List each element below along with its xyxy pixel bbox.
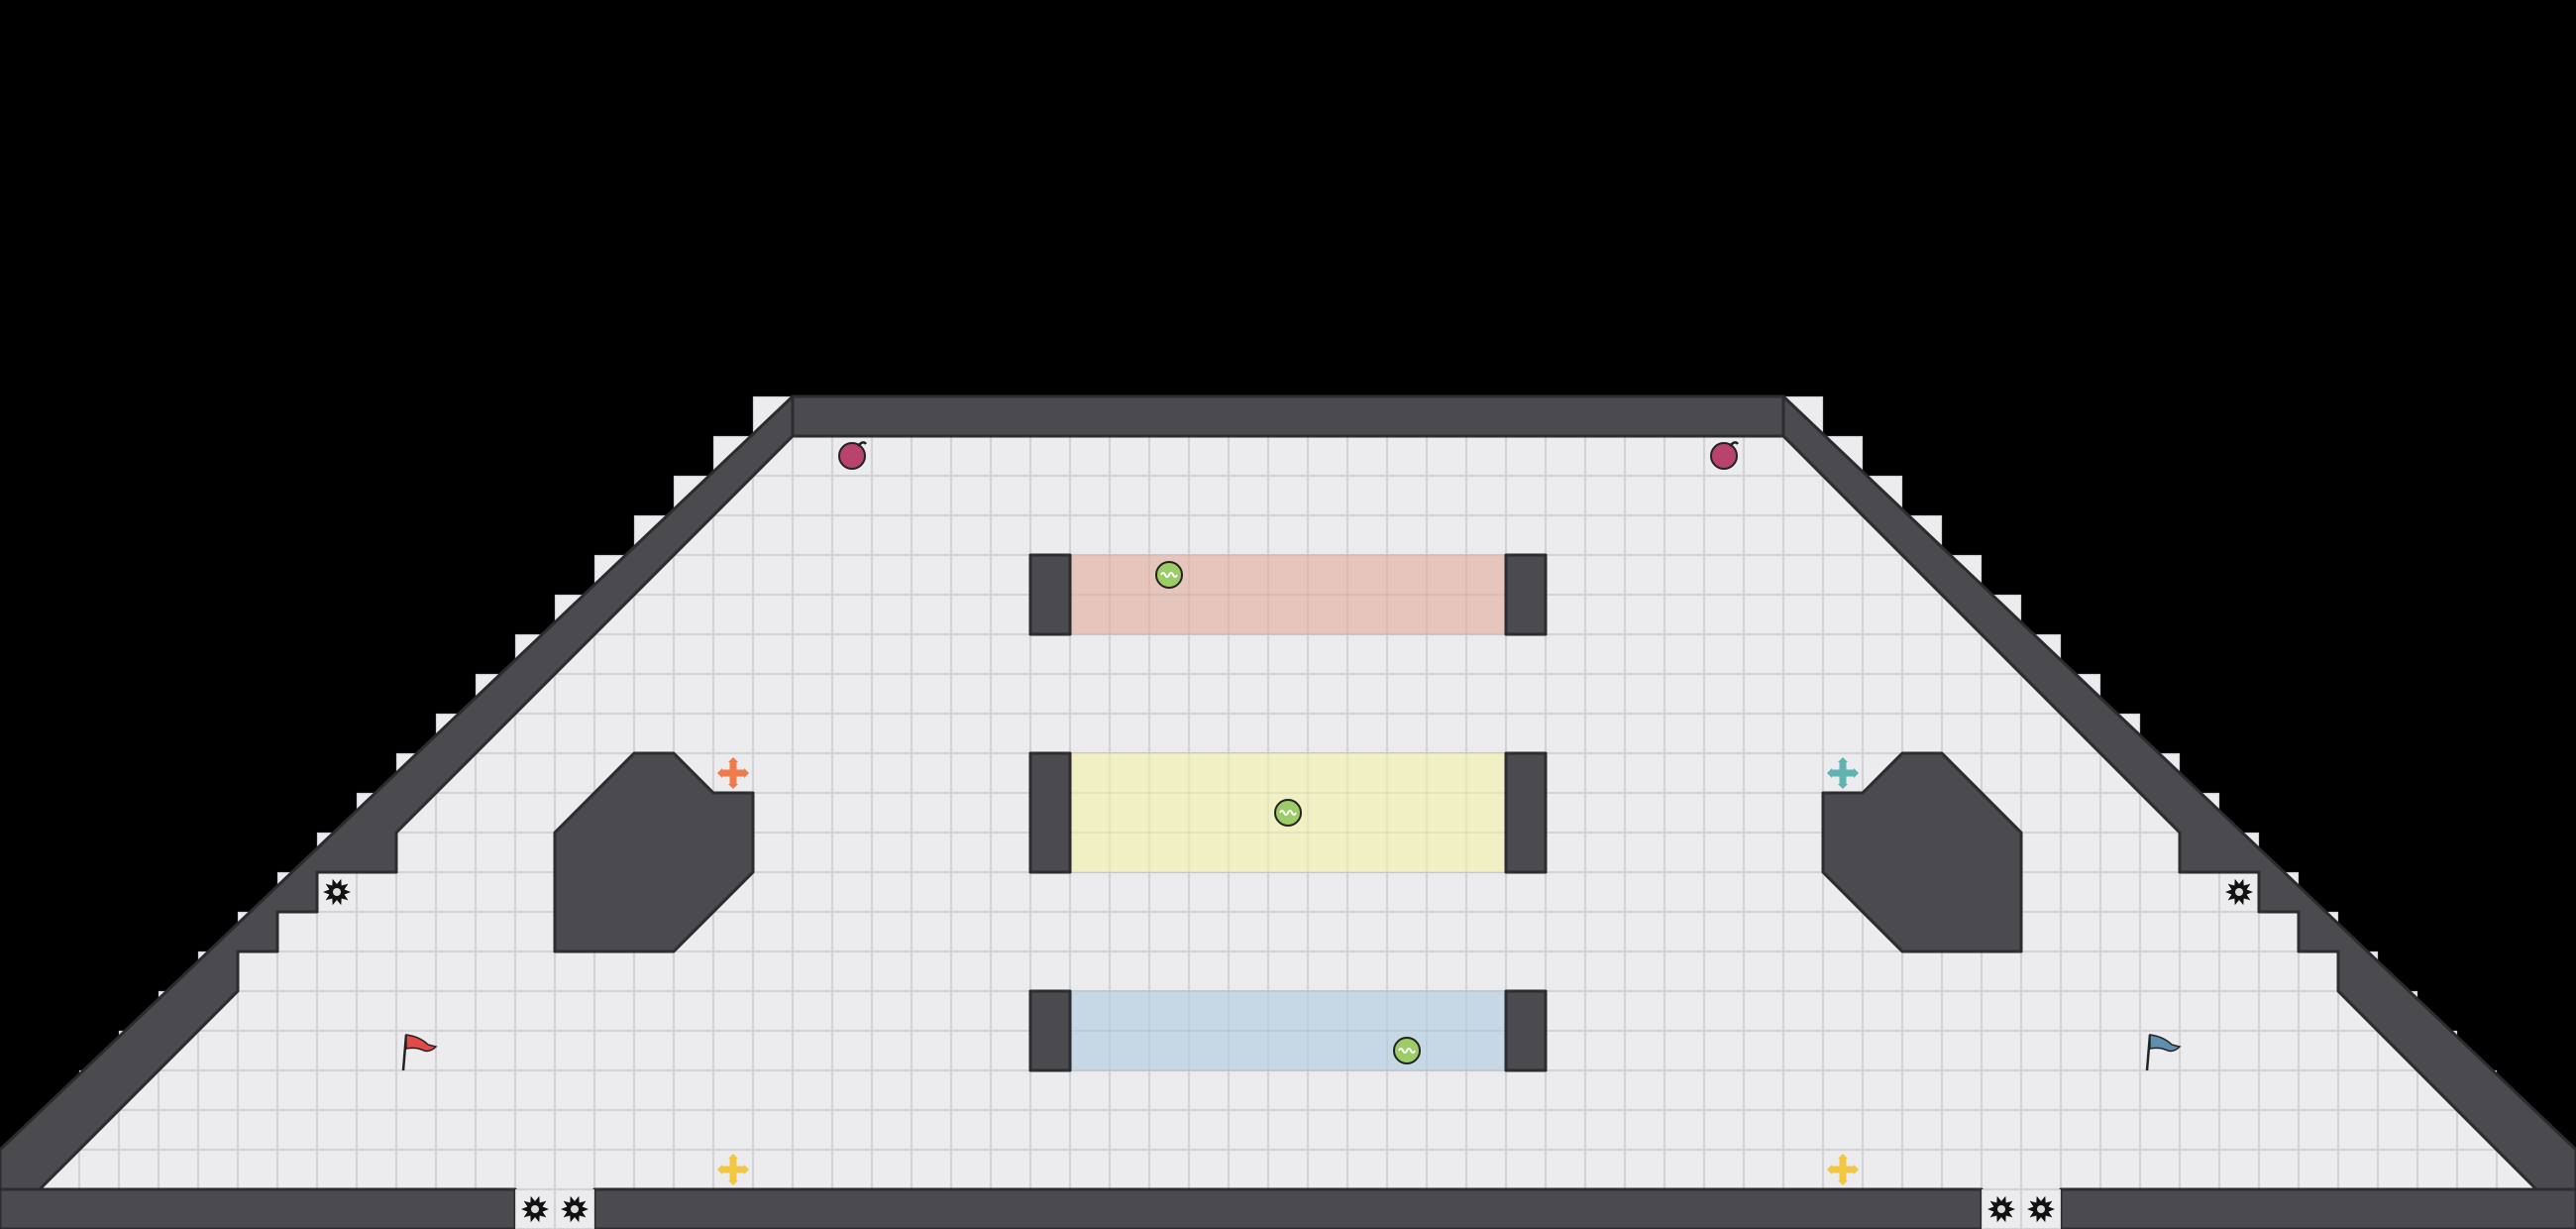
- red-flag-icon: [401, 1034, 438, 1071]
- bomb-icon: [1710, 441, 1739, 470]
- spike-icon: [1987, 1195, 2015, 1223]
- red-zone-left-pillar: [1028, 553, 1072, 636]
- zone-grid: [1069, 554, 1507, 1071]
- spike-icon: [323, 878, 351, 906]
- bottom-wall-center: [592, 1187, 1984, 1229]
- spike-icon: [521, 1195, 549, 1223]
- boost-orange-icon: [717, 757, 749, 789]
- bottom-wall-right: [2059, 1187, 2576, 1229]
- left-octagon-wall: [553, 751, 755, 953]
- blue-flag-icon: [2145, 1034, 2182, 1071]
- boost-yellow-icon: [1827, 1154, 1859, 1185]
- powerup-icon: [1393, 1037, 1421, 1064]
- blue-zone-right-pillar: [1504, 989, 1548, 1072]
- blue-zone-left-pillar: [1028, 989, 1072, 1072]
- boost-teal-icon: [1827, 757, 1859, 789]
- neutral-zone-left-pillar: [1028, 751, 1072, 874]
- spike-icon: [2225, 878, 2253, 906]
- red-zone-right-pillar: [1504, 553, 1548, 636]
- boost-yellow-icon: [717, 1154, 749, 1185]
- bomb-icon: [838, 441, 867, 470]
- red-zone: [1070, 555, 1506, 634]
- spike-icon: [2027, 1195, 2055, 1223]
- bottom-wall-left: [0, 1187, 517, 1229]
- blue-zone: [1070, 991, 1506, 1070]
- right-octagon-wall: [1821, 751, 2023, 953]
- entities: [323, 441, 2253, 1223]
- powerup-icon: [1155, 561, 1183, 589]
- powerup-icon: [1274, 799, 1302, 827]
- top-wall: [791, 394, 1785, 438]
- spike-icon: [561, 1195, 589, 1223]
- neutral-zone-right-pillar: [1504, 751, 1548, 874]
